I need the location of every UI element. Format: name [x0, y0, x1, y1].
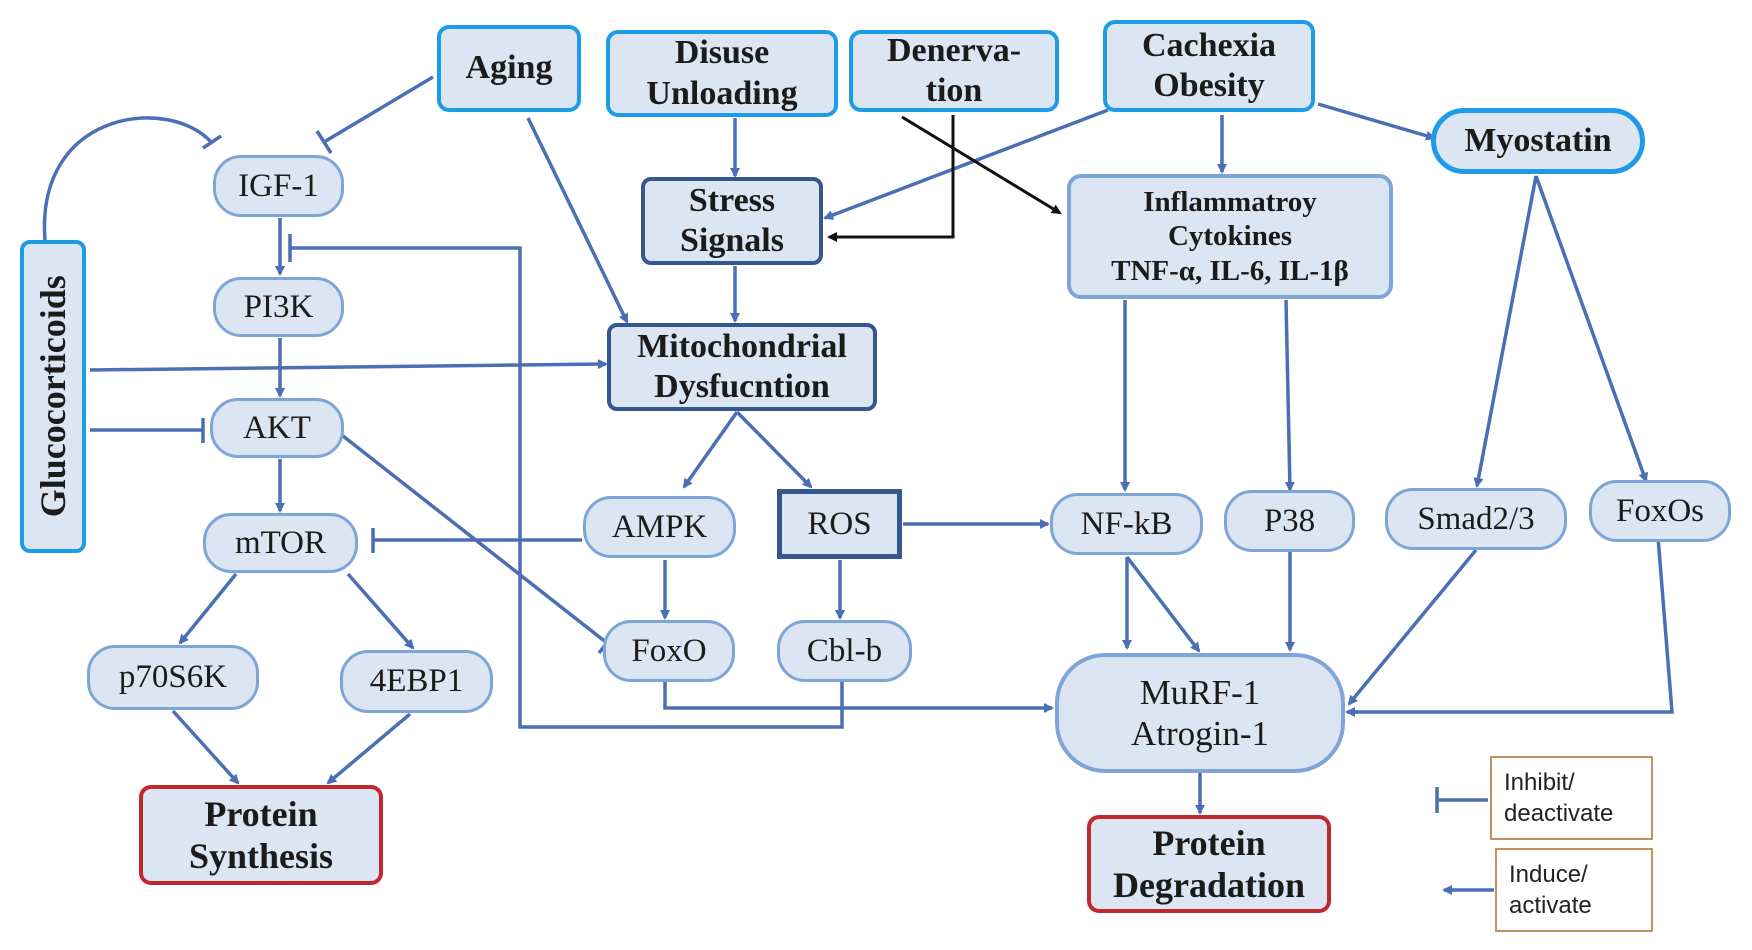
aging-to-mito: [526, 117, 629, 324]
cblb-node: Cbl-b: [777, 620, 912, 682]
stress-signals-node: Stress Signals: [641, 177, 823, 265]
legend-induce: Induce/ activate: [1495, 848, 1653, 932]
tbar: [315, 130, 333, 154]
cytokines-to-p38: [1284, 299, 1295, 492]
denervation-node: Denerva- tion: [849, 30, 1059, 112]
protein-synthesis-node: Protein Synthesis: [139, 785, 383, 885]
tbar: [202, 134, 222, 150]
mtor-to-p70s6k: [178, 572, 238, 645]
mito-to-ros: [735, 410, 813, 489]
myostatin-node: Myostatin: [1431, 108, 1645, 174]
p70s6k-to-synthesis: [171, 709, 240, 785]
foxos-to-murf: [1345, 536, 1674, 717]
igf1-node: IGF-1: [213, 155, 344, 217]
4ebp1-node: 4EBP1: [340, 650, 493, 713]
glucocorticoids-label: Glucocorticoids: [32, 275, 73, 518]
murf1-atrogin1-node: MuRF-1 Atrogin-1: [1055, 653, 1345, 773]
nfkb-to-murf-b: [1125, 555, 1201, 653]
p38-node: P38: [1224, 490, 1355, 552]
inflammatory-cytokines-node: Inflammatroy Cytokines TNF-α, IL-6, IL-1…: [1067, 174, 1393, 299]
ros-node: ROS: [777, 489, 902, 559]
cachexia-to-stress: [823, 108, 1109, 220]
mito-to-ampk: [682, 410, 739, 489]
mtor-to-4ebp1: [346, 572, 415, 650]
mtor-node: mTOR: [203, 513, 358, 573]
akt-node: AKT: [210, 398, 344, 458]
gluco-inhibits-igf1: [42, 116, 214, 241]
foxo-to-murf: [663, 680, 1054, 713]
ampk-node: AMPK: [583, 496, 736, 558]
foxos-node: FoxOs: [1589, 480, 1731, 542]
mitochondrial-dysfunction-node: Mitochondrial Dysfucntion: [607, 323, 877, 411]
denervation-to-cytokines: [901, 115, 1062, 215]
legend-inhibit: Inhibit/ deactivate: [1490, 756, 1653, 840]
glucocorticoids-node: Glucocorticoids: [20, 240, 86, 553]
smad-to-murf: [1347, 548, 1478, 706]
cblb-inhibits-igf1: [290, 246, 844, 729]
aging-inhibits-igf1: [323, 75, 434, 144]
gluco-to-mito: [89, 359, 608, 372]
foxo-node: FoxO: [603, 620, 735, 682]
aging-node: Aging: [437, 25, 581, 112]
4ebp1-to-synthesis: [326, 712, 412, 785]
nfkb-node: NF-kB: [1050, 493, 1203, 555]
cachexia-obesity-node: Cachexia Obesity: [1103, 20, 1315, 112]
myostatin-to-foxos: [1534, 175, 1648, 483]
disuse-unloading-node: Disuse Unloading: [606, 30, 838, 117]
protein-degradation-node: Protein Degradation: [1087, 815, 1331, 913]
smad23-node: Smad2/3: [1385, 488, 1567, 550]
pi3k-node: PI3K: [213, 277, 344, 337]
denervation-to-stress: [827, 115, 955, 242]
myostatin-to-smad: [1473, 175, 1538, 488]
cachexia-to-myostatin: [1317, 102, 1436, 141]
p70s6k-node: p70S6K: [87, 645, 259, 710]
